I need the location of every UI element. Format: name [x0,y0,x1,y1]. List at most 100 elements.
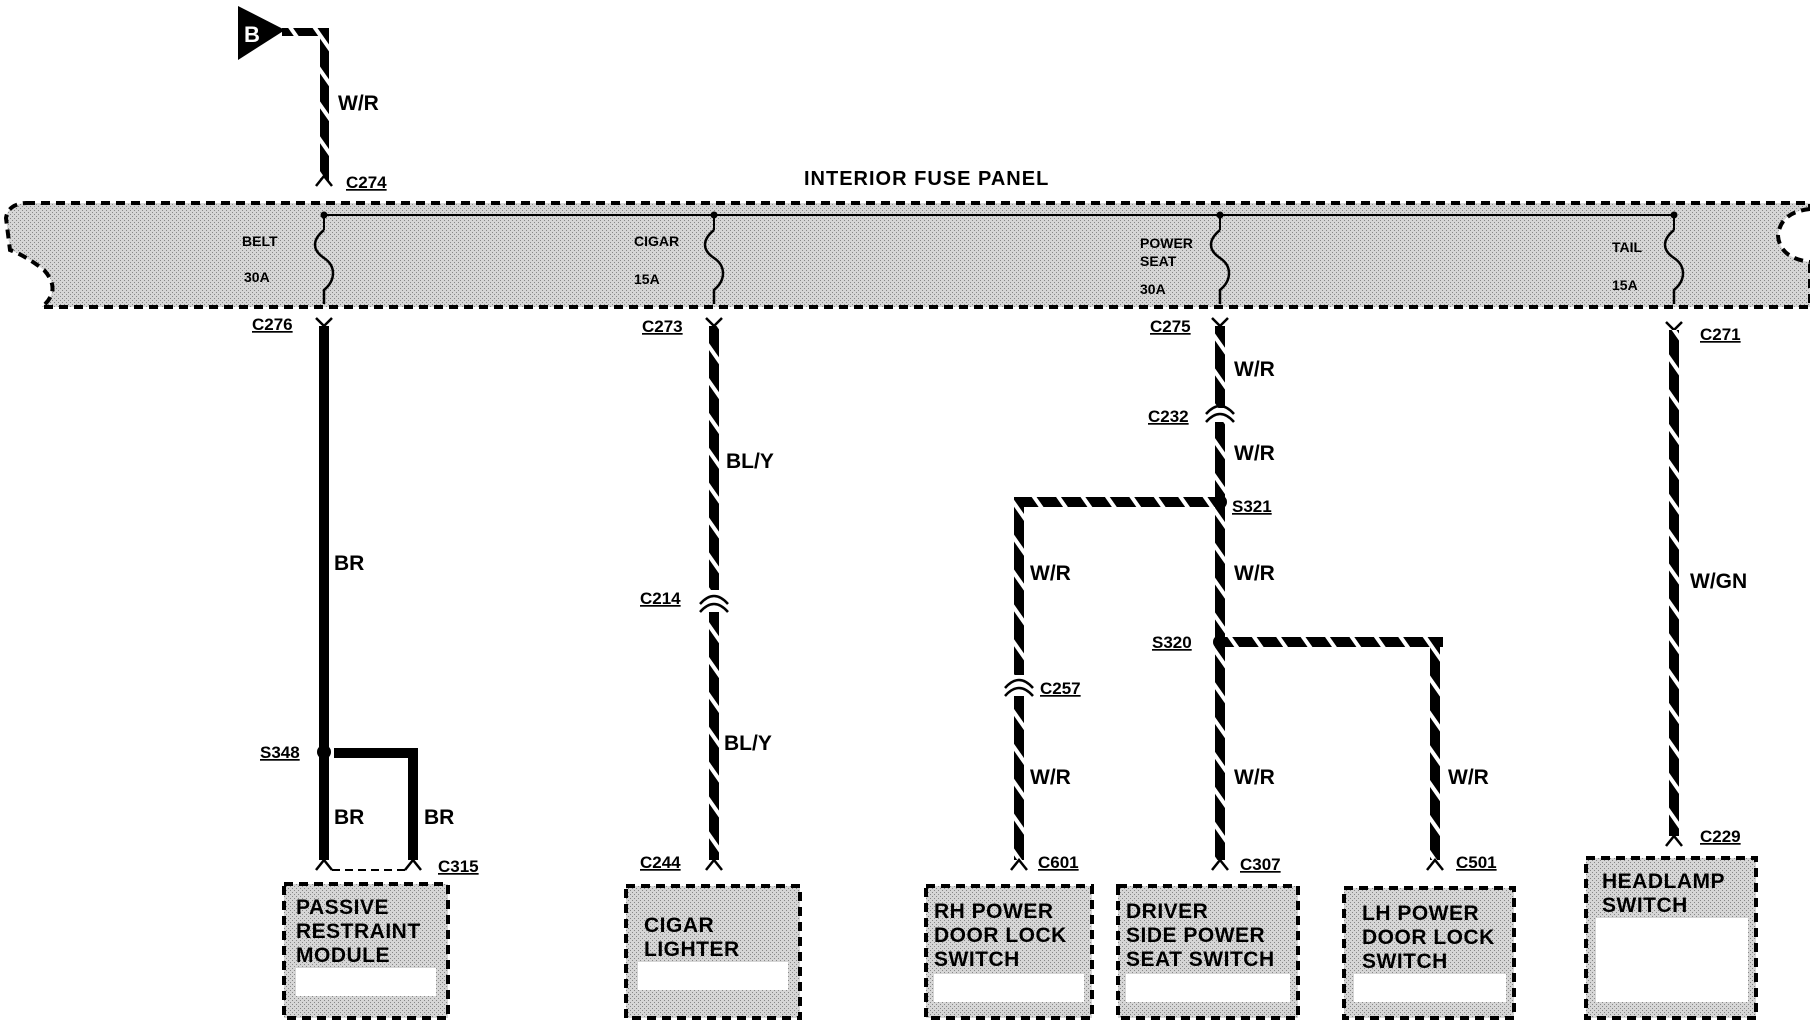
fuse-icon [1663,229,1685,304]
c274-connector-icon [315,173,333,187]
rh-wire-upper [1014,497,1024,675]
c276-label: C276 [252,315,293,334]
lh-power-door-lock-switch: LH POWER DOOR LOCK SWITCH [1342,886,1516,1020]
seat-wire-label-2: W/R [1234,442,1275,465]
cigar-wire-label-top: BL/Y [726,450,774,473]
component-label-line: DRIVER [1126,900,1208,923]
interior-fuse-panel [3,201,1810,309]
fuse-tail-name: TAIL [1612,239,1643,255]
c257-connector-icon [1004,678,1034,697]
rh-power-door-lock-switch: RH POWER DOOR LOCK SWITCH [924,884,1094,1020]
belt-wire-label-a: BR [334,806,364,829]
c229-label: C229 [1700,827,1741,846]
feed-wire [320,28,329,180]
seat-wire-label-3: W/R [1234,562,1275,585]
lh-wire-label: W/R [1448,766,1489,789]
component-label-line: DOOR LOCK [1362,926,1495,949]
wr-wire-seat-2 [1215,422,1225,502]
battery-flag-icon [238,6,285,60]
power-seat-circuit: C275 W/R C232 W/R S321 W/R S320 W/R C307… [1004,317,1497,874]
c257-label: C257 [1040,679,1081,698]
fuse-belt-rating: 30A [244,269,270,285]
br-branch-wire [334,748,418,758]
battery-feed-symbol: B W/R [238,6,379,180]
s320-label: S320 [1152,633,1192,652]
c232-label: C232 [1148,407,1189,426]
c244-label: C244 [640,853,681,872]
c501-label: C501 [1456,853,1497,872]
fuse-cigar-rating: 15A [634,271,660,287]
fuse-belt: BELT 30A [242,229,335,304]
component-label-line: DOOR LOCK [934,924,1067,947]
component-label-line: SWITCH [934,948,1020,971]
br-wire [319,326,329,752]
component-label-line: CIGAR [644,914,714,937]
feed-wire-horizontal [282,28,328,36]
c601-label: C601 [1038,853,1079,872]
fuse-belt-name: BELT [242,233,278,249]
component-label-line: SEAT SWITCH [1126,948,1275,971]
component-label-line: LH POWER [1362,902,1479,925]
seat-wire-label-1: W/R [1234,358,1275,381]
tail-wire-label: W/GN [1690,570,1747,593]
fuse-icon [1209,229,1231,304]
seat-wire-label-4: W/R [1234,766,1275,789]
wgn-wire [1669,330,1679,836]
fuse-power-seat: POWER SEAT 30A [1140,229,1231,304]
c273-connector-icon [705,317,723,328]
fuse-power-seat-name2: SEAT [1140,253,1177,269]
c232-connector-icon [1205,404,1235,423]
fuse-cigar: CIGAR 15A [634,229,725,304]
component-label-line: SWITCH [1362,950,1448,973]
connector-pin-icon [315,857,333,871]
fuse-power-seat-name: POWER [1140,235,1193,251]
br-main-drop [319,752,329,860]
rh-wire-label-top: W/R [1030,562,1071,585]
component-label-line: RESTRAINT [296,920,421,943]
component-label-line: LIGHTER [644,938,740,961]
component-label-line: PASSIVE [296,896,389,919]
fuse-icon [703,229,725,304]
bly-wire-lower [709,612,719,860]
lh-wire [1430,637,1440,860]
c271-connector-icon [1665,321,1683,332]
fuse-tail-rating: 15A [1612,277,1638,293]
component-label-line: MODULE [296,944,390,967]
bly-wire-upper [709,326,719,590]
c307-connector-icon [1211,857,1229,871]
fuse-cigar-name: CIGAR [634,233,679,249]
panel-title: INTERIOR FUSE PANEL [804,168,1049,190]
cigar-wire-label-bottom: BL/Y [724,732,772,755]
component-label-line: RH POWER [934,900,1054,923]
s321-label: S321 [1232,497,1272,516]
fuse-power-seat-rating: 30A [1140,281,1166,297]
rh-wire-label-bottom: W/R [1030,766,1071,789]
wr-wire-seat-3 [1215,502,1225,642]
lh-branch-wire [1225,637,1443,647]
driver-side-power-seat-switch: DRIVER SIDE POWER SEAT SWITCH [1116,884,1300,1020]
c271-label: C271 [1700,325,1741,344]
c275-label: C275 [1150,317,1191,336]
component-label-line: SIDE POWER [1126,924,1265,947]
cigar-lighter: CIGAR LIGHTER [624,884,802,1020]
component-label-line: HEADLAMP [1602,870,1725,893]
fuse-tail: TAIL 15A [1612,229,1685,304]
c274-label: C274 [346,173,387,192]
component-label-line: SWITCH [1602,894,1688,917]
tail-circuit: C271 W/GN C229 [1665,321,1747,847]
c315-label: C315 [438,857,479,876]
c601-connector-icon [1010,857,1028,871]
wr-wire-seat-4 [1215,642,1225,860]
passive-restraint-module: PASSIVE RESTRAINT MODULE [282,882,450,1020]
c307-label: C307 [1240,855,1281,874]
s348-label: S348 [260,743,300,762]
c273-label: C273 [642,317,683,336]
br-branch-drop [408,748,418,860]
rh-wire-lower [1014,696,1024,860]
battery-letter: B [244,22,260,47]
rh-branch-wire [1014,497,1220,507]
belt-circuit: C276 BR S348 BR BR C315 [252,315,479,876]
fuse-icon [313,229,335,304]
